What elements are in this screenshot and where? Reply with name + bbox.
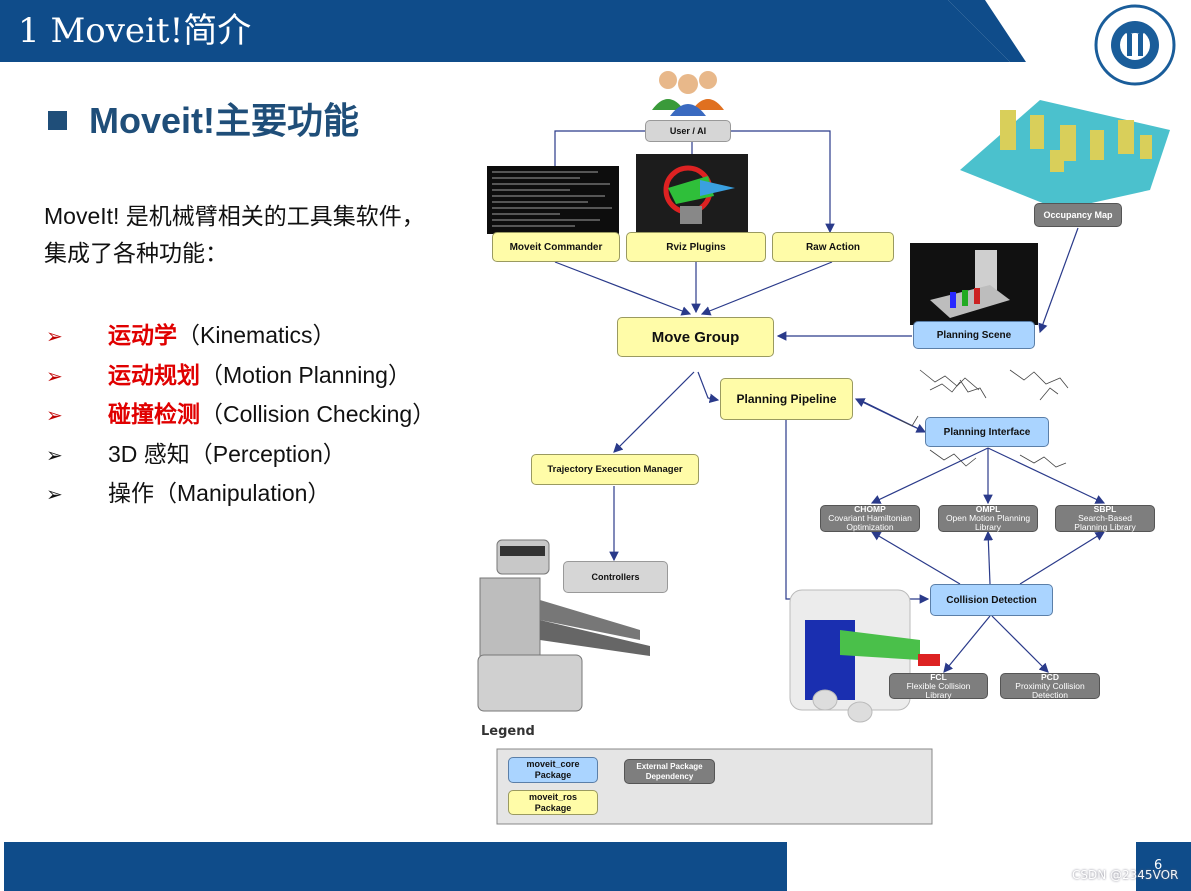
pcd-desc-1: Proximity Collision bbox=[1015, 680, 1085, 691]
sbpl-box: SBPL Search-Based Planning Library bbox=[1055, 505, 1155, 532]
occupancy-map-box: Occupancy Map bbox=[1034, 203, 1122, 227]
feature-text: （Collision Checking） bbox=[200, 401, 436, 427]
rviz-screenshot bbox=[636, 154, 748, 234]
ompl-name: OMPL bbox=[975, 504, 1001, 514]
terminal-screenshot bbox=[487, 166, 619, 234]
legend-core-line-2: Package bbox=[534, 770, 572, 780]
trajectory-execution-manager-box: Trajectory Execution Manager bbox=[531, 454, 699, 485]
controllers-box: Controllers bbox=[563, 561, 668, 593]
arrow-bullet-icon: ➢ bbox=[46, 484, 63, 506]
feature-item: ➢ 运动学（Kinematics） bbox=[46, 316, 335, 350]
feature-item: ➢ 3D 感知（Perception） bbox=[46, 435, 346, 469]
legend-core-package: moveit_core Package bbox=[508, 757, 598, 783]
planning-interface-box: Planning Interface bbox=[925, 417, 1049, 447]
university-logo bbox=[1094, 4, 1176, 86]
pcd-desc-2: Detection bbox=[1032, 689, 1068, 700]
arrow-bullet-icon: ➢ bbox=[46, 405, 63, 427]
pcd-box: PCD Proximity Collision Detection bbox=[1000, 671, 1100, 700]
arrow-bullet-icon: ➢ bbox=[46, 366, 63, 388]
feature-highlight: 碰撞检测 bbox=[108, 401, 200, 427]
raw-action-box: Raw Action bbox=[772, 232, 894, 262]
feature-item: ➢ 运动规划（Motion Planning） bbox=[46, 356, 411, 390]
legend-ros-line-2: Package bbox=[534, 802, 572, 813]
chomp-desc-2: Optimization bbox=[846, 522, 894, 532]
sbpl-name: SBPL bbox=[1093, 504, 1117, 514]
legend-ros-line-1: moveit_ros bbox=[528, 791, 578, 802]
feature-highlight: 运动规划 bbox=[108, 362, 200, 388]
legend-core-line-1: moveit_core bbox=[526, 759, 580, 769]
fcl-box: FCL Flexible Collision Library bbox=[889, 671, 988, 700]
user-ai-box: User / AI bbox=[645, 120, 731, 142]
planning-pipeline-box: Planning Pipeline bbox=[720, 378, 853, 420]
occupancy-map-image bbox=[960, 100, 1170, 210]
feature-highlight: 运动学 bbox=[108, 322, 177, 348]
rviz-plugins-box: Rviz Plugins bbox=[626, 232, 766, 262]
sbpl-desc-1: Search-Based bbox=[1078, 513, 1132, 523]
feature-item: ➢ 碰撞检测（Collision Checking） bbox=[46, 395, 435, 429]
search-tree-image bbox=[899, 369, 1069, 468]
intro-paragraph: MoveIt! 是机械臂相关的工具集软件， 集成了各种功能： bbox=[44, 198, 474, 272]
legend-ext-line-2: Dependency bbox=[645, 771, 694, 781]
fcl-desc-1: Flexible Collision bbox=[906, 680, 971, 691]
footer-bar bbox=[4, 842, 1191, 891]
planning-scene-image bbox=[910, 243, 1038, 325]
feature-text: （Motion Planning） bbox=[200, 362, 411, 388]
intro-line-2: 集成了各种功能： bbox=[44, 240, 228, 266]
ompl-box: OMPL Open Motion Planning Library bbox=[938, 505, 1038, 532]
csdn-watermark: CSDN @2345VOR bbox=[1072, 868, 1179, 882]
chomp-desc-1: Covariant Hamiltonian bbox=[828, 513, 912, 523]
robot-image bbox=[477, 539, 650, 712]
arrow-bullet-icon: ➢ bbox=[46, 445, 63, 467]
feature-text: 操作（Manipulation） bbox=[108, 480, 331, 506]
chomp-name: CHOMP bbox=[854, 504, 886, 514]
page-number: 6 bbox=[1154, 858, 1163, 873]
intro-line-1: MoveIt! 是机械臂相关的工具集软件， bbox=[44, 203, 425, 229]
pcd-name: PCD bbox=[1041, 671, 1059, 682]
arrow-bullet-icon: ➢ bbox=[46, 326, 63, 348]
chomp-box: CHOMP Covariant Hamiltonian Optimization bbox=[820, 505, 920, 532]
planning-scene-box: Planning Scene bbox=[913, 321, 1035, 349]
legend-external-package: External Package Dependency bbox=[624, 759, 715, 784]
legend-ros-package: moveit_ros Package bbox=[508, 790, 598, 815]
title-bar bbox=[0, 0, 1026, 62]
fcl-name: FCL bbox=[930, 671, 947, 682]
section-title-text: Moveit!主要功能 bbox=[89, 100, 360, 141]
collision-detection-box: Collision Detection bbox=[930, 584, 1053, 616]
moveit-commander-box: Moveit Commander bbox=[492, 232, 620, 262]
ompl-desc-1: Open Motion Planning bbox=[945, 513, 1031, 523]
page-title: 1 Moveit!简介 bbox=[18, 11, 252, 51]
sbpl-desc-2: Planning Library bbox=[1074, 522, 1136, 532]
section-title: Moveit!主要功能 bbox=[48, 92, 359, 144]
ompl-desc-2: Library bbox=[975, 522, 1001, 532]
legend-ext-line-1: External Package bbox=[636, 761, 703, 771]
feature-text: 3D 感知（Perception） bbox=[108, 441, 346, 467]
feature-text: （Kinematics） bbox=[177, 322, 336, 348]
square-bullet-icon bbox=[48, 111, 67, 130]
legend-title: Legend bbox=[481, 724, 535, 739]
collision-robot-image bbox=[789, 589, 940, 723]
feature-item: ➢ 操作（Manipulation） bbox=[46, 474, 330, 508]
users-icon bbox=[652, 71, 724, 116]
move-group-box: Move Group bbox=[617, 317, 774, 357]
fcl-desc-2: Library bbox=[925, 689, 952, 700]
